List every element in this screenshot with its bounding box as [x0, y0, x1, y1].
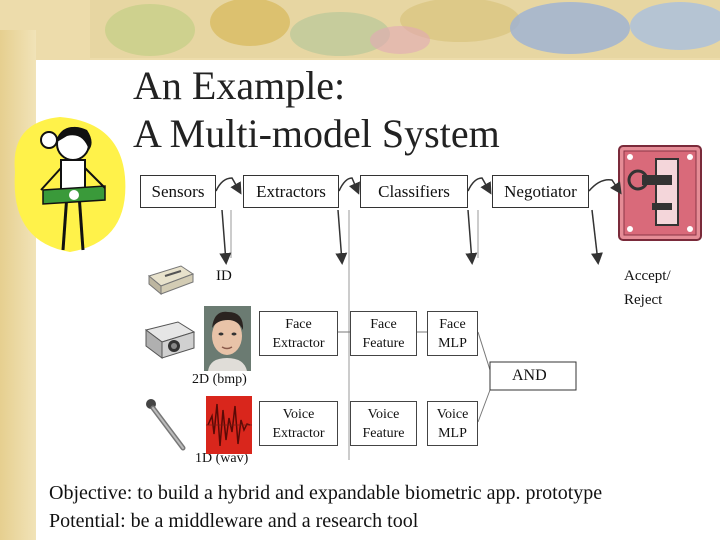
face-extractor-box: Face Extractor — [259, 311, 338, 356]
face-mlp-box: Face MLP — [427, 311, 478, 356]
audio-waveform-icon — [206, 396, 252, 454]
potential-text: Potential: be a middleware and a researc… — [49, 510, 419, 532]
card-reader-icon — [147, 265, 195, 296]
sensors-box: Sensors — [140, 175, 216, 208]
left-decorative-strip — [0, 30, 36, 540]
negotiator-box: Negotiator — [492, 175, 589, 208]
door-lock-with-key-icon — [618, 145, 702, 241]
and-label: AND — [512, 367, 547, 384]
slide-title: An Example: A Multi-model System — [133, 62, 593, 158]
classifiers-box: Classifiers — [360, 175, 468, 208]
floral-banner — [90, 0, 720, 58]
face-feature-box: Face Feature — [350, 311, 417, 356]
voice-feature-box: Voice Feature — [350, 401, 417, 446]
camera-scanner-icon — [144, 321, 196, 359]
voice-mlp-box: Voice MLP — [427, 401, 478, 446]
cartoon-woman-with-money-icon — [14, 117, 126, 252]
bmp-label: 2D (bmp) — [192, 372, 247, 387]
voice-extractor-box: Voice Extractor — [259, 401, 338, 446]
slide-panel — [36, 60, 720, 540]
id-label: ID — [216, 268, 232, 284]
face-photo — [204, 306, 251, 371]
microphone-icon — [146, 399, 186, 451]
accept-reject-label: Accept/ Reject — [624, 268, 671, 308]
wav-label: 1D (wav) — [195, 451, 249, 466]
extractors-box: Extractors — [243, 175, 339, 208]
title-line-2: A Multi-model System — [133, 111, 500, 156]
title-line-1: An Example: — [133, 63, 346, 108]
objective-text: Objective: to build a hybrid and expanda… — [49, 482, 603, 504]
